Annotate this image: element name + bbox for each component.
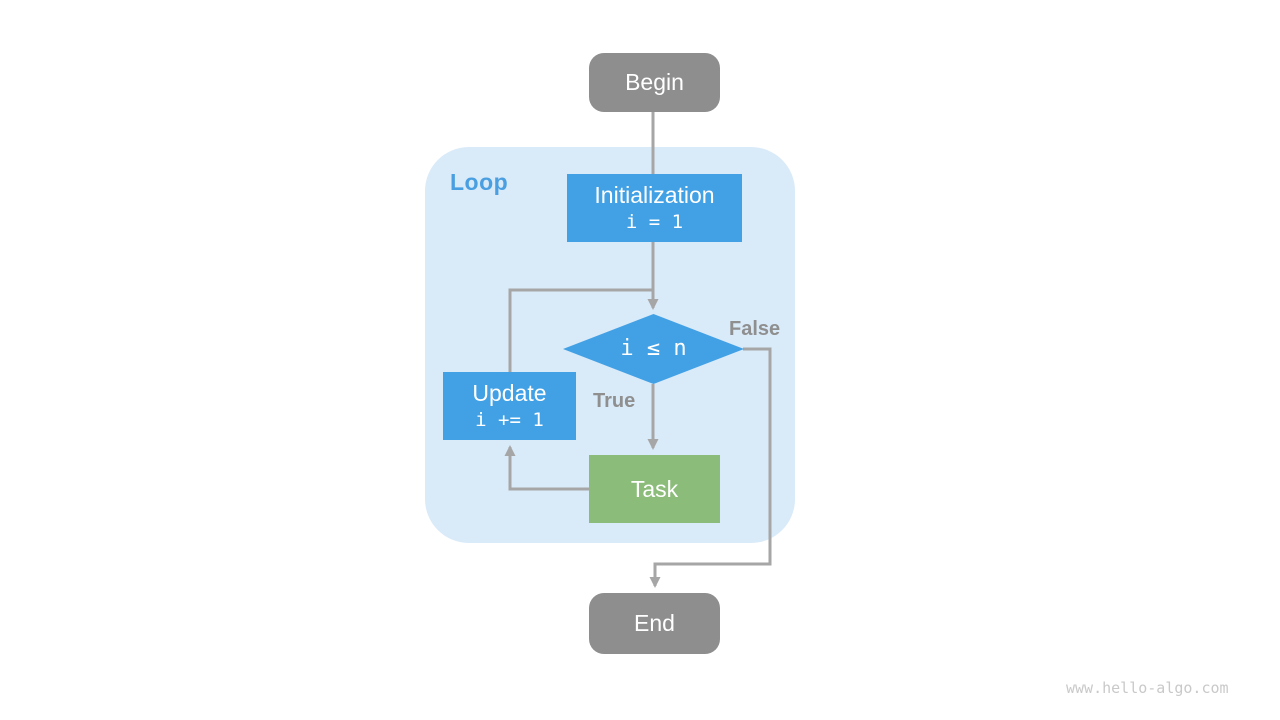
- condition-label: i ≤ n: [620, 335, 687, 361]
- end-node: End: [589, 593, 720, 654]
- edge-task-to-update: [504, 445, 590, 491]
- edge-condition-to-end: [649, 347, 772, 588]
- initialization-node-code: i = 1: [625, 211, 684, 234]
- initialization-node: Initialization i = 1: [567, 174, 742, 242]
- update-node-title: Update: [472, 380, 547, 407]
- condition-diamond-shape: [563, 314, 744, 384]
- false-edge-label: False: [729, 318, 781, 340]
- condition-diamond: i ≤ n: [563, 314, 744, 384]
- update-node: Update i += 1: [443, 372, 576, 440]
- loop-label: Loop: [450, 169, 509, 195]
- begin-node: Begin: [589, 53, 720, 112]
- task-node: Task: [589, 455, 720, 523]
- watermark: www.hello-algo.com: [1066, 679, 1229, 697]
- task-node-label: Task: [630, 475, 679, 502]
- end-node-label: End: [634, 610, 675, 637]
- update-node-code: i += 1: [475, 409, 544, 432]
- true-edge-label: True: [593, 390, 636, 412]
- begin-node-label: Begin: [625, 69, 684, 96]
- edge-update-to-condition: [508, 288, 653, 373]
- initialization-node-title: Initialization: [594, 182, 715, 209]
